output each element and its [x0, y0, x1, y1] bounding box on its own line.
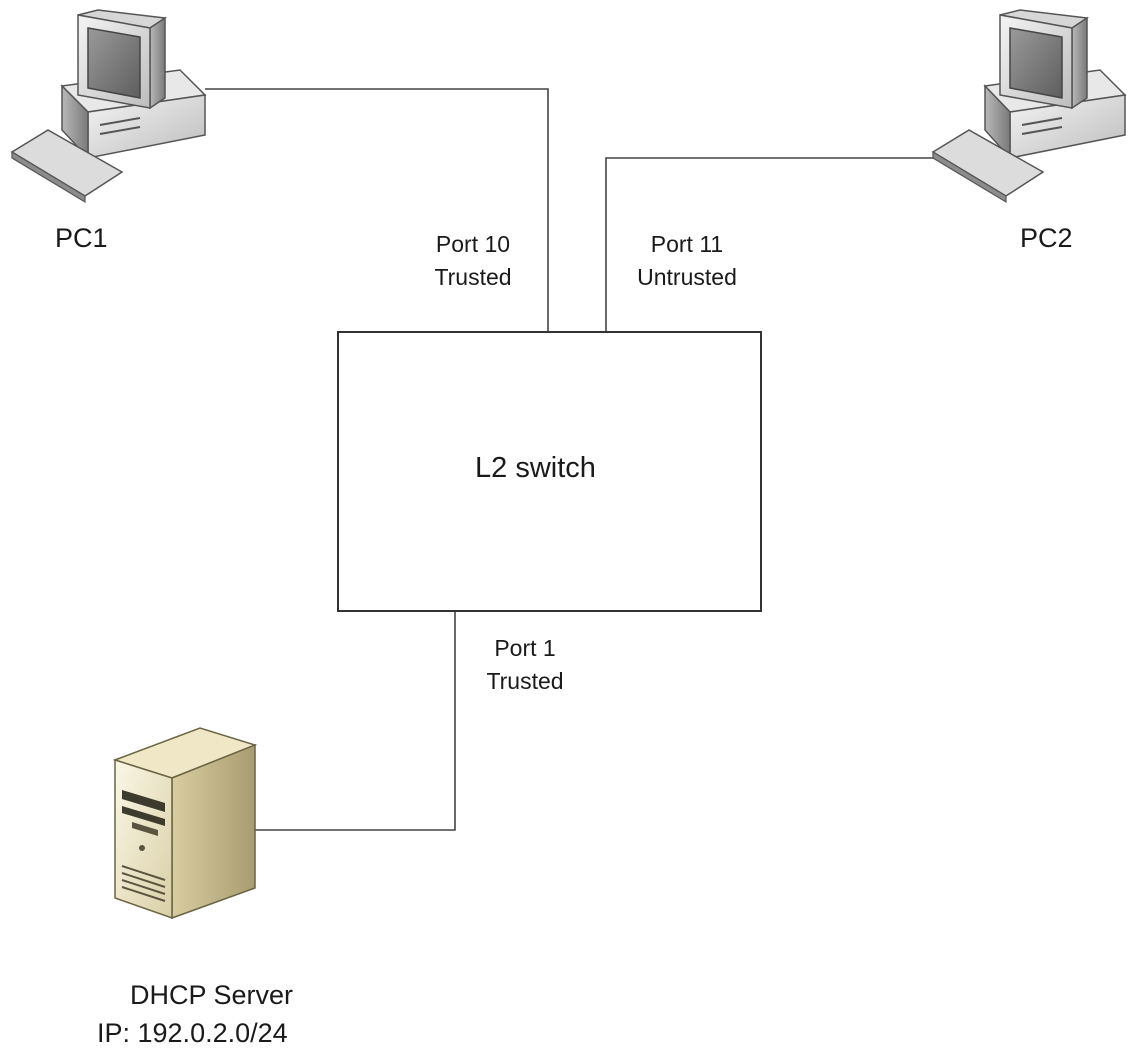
dhcp-server-tower-icon [112, 727, 258, 920]
dhcp-server-label-block: DHCP Server IP: 192.0.2.0/24 [97, 976, 293, 1052]
pc1-computer-icon [10, 9, 207, 204]
port11-state: Untrusted [637, 264, 737, 290]
link-pc2-port11 [605, 157, 935, 332]
port10-annotation: Port 10 Trusted [420, 228, 526, 294]
pc2-computer-icon [931, 9, 1127, 204]
link-dhcp-port1 [240, 610, 456, 831]
port1-annotation: Port 1 Trusted [472, 632, 578, 698]
switch-label: L2 switch [475, 452, 596, 484]
port1-state: Trusted [486, 668, 564, 694]
dhcp-server-name: DHCP Server [130, 980, 294, 1010]
port11-annotation: Port 11 Untrusted [625, 228, 749, 294]
l2-switch-box [337, 331, 762, 612]
port10-state: Trusted [434, 264, 512, 290]
link-pc1-port10 [205, 88, 549, 332]
port1-name: Port 1 [494, 635, 556, 661]
pc2-label: PC2 [1020, 223, 1073, 253]
port10-name: Port 10 [435, 231, 511, 257]
dhcp-server-ip: IP: 192.0.2.0/24 [97, 1018, 288, 1048]
pc1-label: PC1 [55, 223, 108, 253]
port11-name: Port 11 [650, 231, 724, 257]
